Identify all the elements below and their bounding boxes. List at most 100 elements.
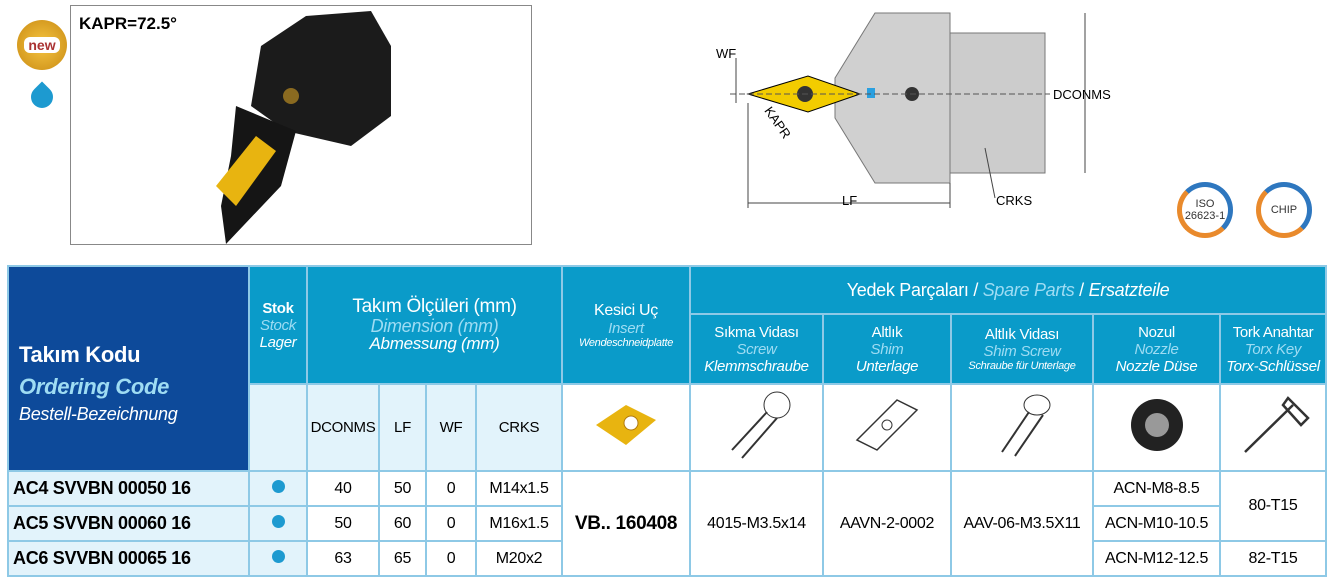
lf-value: 65 (378, 540, 427, 577)
shim-image (822, 383, 952, 472)
wf-value: 0 (425, 505, 477, 542)
spare-col-en: Nozzle (1134, 340, 1179, 358)
screw-code: 4015-M3.5x14 (689, 470, 824, 577)
spare-tr: Yedek Parçaları (846, 279, 969, 300)
dconms-value: 40 (306, 470, 380, 507)
crks-dim-label: CRKS (996, 193, 1033, 208)
in-stock-dot-icon (271, 479, 285, 493)
spare-col-de: Unterlage (855, 357, 919, 375)
ordering-code: AC4 SVVBN 00050 16 (7, 470, 250, 507)
col-lf: LF (378, 383, 427, 472)
spare-col-en: Shim (870, 340, 904, 358)
wf-value: 0 (425, 470, 477, 507)
dimensions-header: Takım Ölçüleri (mm)Dimension (mm)Abmessu… (306, 265, 563, 385)
dconms-dim-label: DCONMS (1053, 87, 1111, 102)
code-en: Ordering Code (19, 374, 170, 399)
crks-value: M20x2 (475, 540, 563, 577)
tool-photo: KAPR=72.5° (70, 5, 532, 245)
spare-col-de: Klemmschraube (704, 357, 809, 375)
wf-value: 0 (425, 540, 477, 577)
iso-line2: 26623-1 (1184, 210, 1226, 222)
dconms-value: 50 (306, 505, 380, 542)
stock-en: Stock (259, 316, 296, 334)
insert-image (561, 383, 691, 472)
new-badge: new (17, 20, 67, 70)
dims-tr: Takım Ölçüleri (mm) (352, 296, 517, 317)
insert-de: Wendeschneidplatte (578, 336, 674, 349)
lf-dim-label: LF (842, 193, 858, 208)
col-wf: WF (425, 383, 477, 472)
dims-en: Dimension (mm) (370, 316, 499, 336)
insert-tr: Kesici Uç (594, 301, 658, 319)
shim-screw-code: AAV-06-M3.5X11 (950, 470, 1094, 577)
shim-screw-image (950, 383, 1094, 472)
lf-value: 60 (378, 505, 427, 542)
shim-code: AAVN-2-0002 (822, 470, 952, 577)
spare-col-de: Torx-Schlüssel (1226, 357, 1320, 375)
code-tr: Takım Kodu (19, 342, 141, 367)
nozzle-code: ACN-M10-10.5 (1092, 505, 1221, 542)
spare-de: Ersatzteile (1088, 279, 1170, 300)
stock-tr: Stok (262, 299, 294, 317)
spare-col-de: Nozzle Düse (1115, 357, 1198, 375)
table-row: AC4 SVVBN 00050 16 40 50 0 M14x1.5 VB.. … (7, 470, 1328, 577)
spare-col-en: Torx Key (1244, 340, 1302, 358)
spare-col-de: Schraube für Unterlage (968, 360, 1076, 372)
technical-drawing (730, 12, 1086, 208)
sep2: / (1079, 279, 1084, 300)
spare-col-tr: Nozul (1138, 323, 1175, 341)
spare-col-en: Screw (736, 340, 777, 358)
insert-code: VB.. 160408 (561, 470, 691, 577)
torx-key-code: 80-T15 (1218, 470, 1328, 542)
ordering-code: AC6 SVVBN 00065 16 (7, 540, 250, 577)
wf-dim-label: WF (716, 46, 737, 61)
in-stock-dot-icon (271, 549, 285, 563)
crks-value: M14x1.5 (475, 470, 563, 507)
spare-col-tr: Altlık (871, 323, 903, 341)
dims-de: Abmessung (mm) (369, 334, 500, 353)
in-stock-dot-icon (271, 514, 285, 528)
toolholder-image (216, 11, 391, 244)
nozzle-image (1092, 383, 1221, 472)
kapr-label: KAPR=72.5° (79, 14, 177, 33)
spare-col-tr: Tork Anahtar (1232, 323, 1314, 341)
chip-label: CHIP (1270, 204, 1298, 216)
coolant-drop-icon (26, 81, 58, 113)
chip-badge: CHIP (1256, 182, 1312, 238)
screw-image (689, 383, 824, 472)
code-de: Bestell-Bezeichnung (19, 404, 178, 424)
stock-indicator (248, 505, 308, 542)
table-row: AC6 SVVBN 00065 16 63 65 0 M20x2 ACN-M12… (7, 540, 1328, 577)
stock-blank (248, 383, 308, 472)
insert-en: Insert (608, 319, 644, 337)
dconms-value: 63 (306, 540, 380, 577)
sep1: / (973, 279, 979, 300)
nozzle-code: ACN-M12-12.5 (1092, 540, 1221, 577)
spare-en: Spare Parts (982, 279, 1075, 300)
iso-line1: ISO (1195, 198, 1215, 210)
col-crks: CRKS (475, 383, 563, 472)
ordering-code: AC5 SVVBN 00060 16 (7, 505, 250, 542)
spare-parts-header: Yedek Parçaları / Spare Parts / Ersatzte… (688, 265, 1328, 315)
col-dconms: DCONMS (306, 383, 380, 472)
spare-col-en: Shim Screw (983, 343, 1061, 360)
nozzle-code: ACN-M8-8.5 (1092, 470, 1221, 507)
spare-col-tr: Altlık Vidası (984, 326, 1060, 343)
torx-key-image (1218, 383, 1328, 472)
stock-de: Lager (259, 333, 297, 351)
stock-indicator (248, 470, 308, 507)
stock-indicator (248, 540, 308, 577)
table-row: AC5 SVVBN 00060 16 50 60 0 M16x1.5 ACN-M… (7, 505, 1326, 542)
lf-value: 50 (378, 470, 427, 507)
torx-key-code: 82-T15 (1218, 540, 1328, 577)
